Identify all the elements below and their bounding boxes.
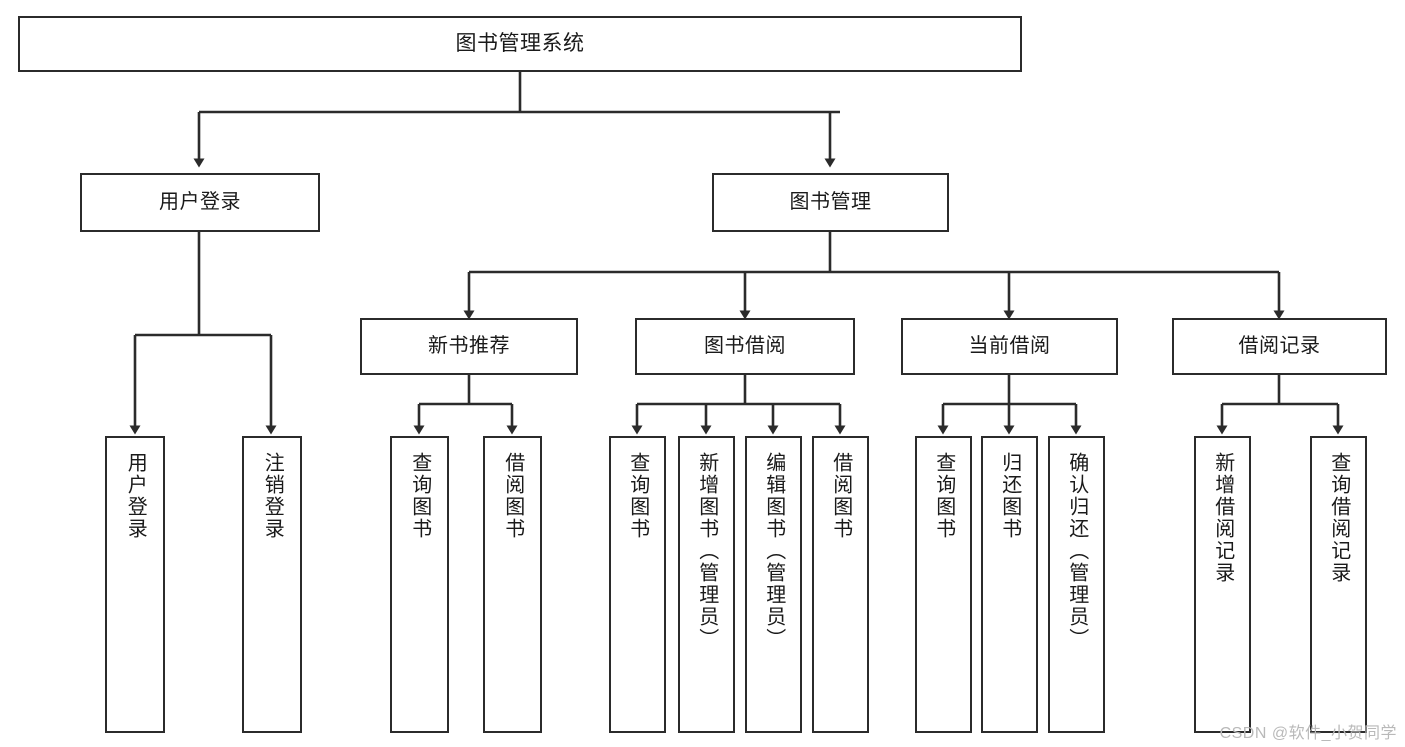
node-book-management[interactable]: 图书管理 [712, 173, 949, 232]
leaf-new-book-query-book-label: 查询图书 [408, 452, 431, 540]
node-current-borrow-label: 当前借阅 [968, 335, 1051, 357]
leaf-borrow-edit-book-label: 编辑图书（管理员） [762, 452, 785, 650]
leaf-record-add-record[interactable]: 新增借阅记录 [1194, 436, 1251, 733]
leaf-borrow-edit-book[interactable]: 编辑图书（管理员） [745, 436, 802, 733]
leaf-new-book-borrow-book-label: 借阅图书 [501, 452, 524, 540]
node-root-system[interactable]: 图书管理系统 [18, 16, 1022, 72]
node-current-borrow[interactable]: 当前借阅 [901, 318, 1118, 375]
leaf-new-book-query-book[interactable]: 查询图书 [390, 436, 449, 733]
node-book-borrow[interactable]: 图书借阅 [635, 318, 855, 375]
node-new-book-recommend-label: 新书推荐 [428, 335, 510, 357]
leaf-borrow-borrow-book[interactable]: 借阅图书 [812, 436, 869, 733]
leaf-current-return-book[interactable]: 归还图书 [981, 436, 1038, 733]
node-user-login[interactable]: 用户登录 [80, 173, 320, 232]
leaf-record-query-record[interactable]: 查询借阅记录 [1310, 436, 1367, 733]
node-user-login-label: 用户登录 [159, 191, 241, 213]
node-root-system-label: 图书管理系统 [455, 31, 585, 55]
leaf-current-query-book[interactable]: 查询图书 [915, 436, 972, 733]
leaf-user-login-signout-label: 注销登录 [261, 452, 284, 540]
leaf-borrow-add-book[interactable]: 新增图书（管理员） [678, 436, 735, 733]
leaf-borrow-add-book-label: 新增图书（管理员） [695, 452, 718, 650]
leaf-borrow-borrow-book-label: 借阅图书 [829, 452, 852, 540]
leaf-record-add-record-label: 新增借阅记录 [1211, 452, 1234, 584]
leaf-borrow-query-book[interactable]: 查询图书 [609, 436, 666, 733]
leaf-user-login-signin-label: 用户登录 [124, 452, 147, 540]
leaf-user-login-signout[interactable]: 注销登录 [242, 436, 302, 733]
csdn-watermark: CSDN @软件_小贺同学 [1219, 725, 1397, 742]
node-borrow-record[interactable]: 借阅记录 [1172, 318, 1387, 375]
node-new-book-recommend[interactable]: 新书推荐 [360, 318, 578, 375]
leaf-current-return-book-label: 归还图书 [998, 452, 1021, 540]
leaf-current-query-book-label: 查询图书 [932, 452, 955, 540]
node-borrow-record-label: 借阅记录 [1238, 335, 1321, 357]
leaf-current-confirm-return-label: 确认归还（管理员） [1065, 452, 1088, 650]
leaf-record-query-record-label: 查询借阅记录 [1327, 452, 1350, 584]
leaf-new-book-borrow-book[interactable]: 借阅图书 [483, 436, 542, 733]
node-book-management-label: 图书管理 [789, 191, 872, 213]
leaf-current-confirm-return[interactable]: 确认归还（管理员） [1048, 436, 1105, 733]
node-book-borrow-label: 图书借阅 [704, 335, 786, 357]
leaf-borrow-query-book-label: 查询图书 [626, 452, 649, 540]
leaf-user-login-signin[interactable]: 用户登录 [105, 436, 165, 733]
